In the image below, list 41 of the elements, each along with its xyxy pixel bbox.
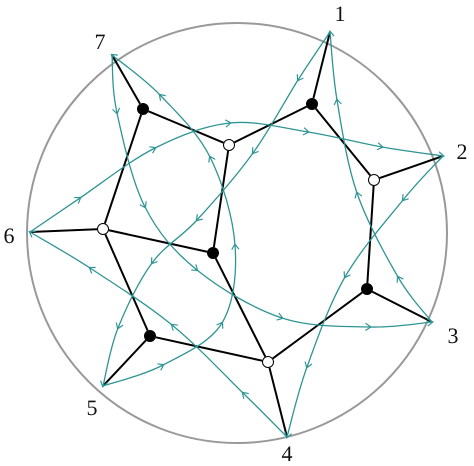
graph-edge [214, 258, 266, 358]
graph-edge [156, 336, 262, 362]
boundary-vertex-label: 1 [334, 3, 346, 25]
boundary-vertex-label: 3 [448, 325, 458, 347]
boundary-vertex-label: 4 [282, 443, 292, 465]
strand-arrow [284, 156, 444, 439]
graph-edge [312, 32, 331, 98]
graph-edge [148, 110, 224, 144]
strand-arrow [28, 230, 288, 438]
strand-arrow [326, 30, 432, 322]
graph-edge [108, 229, 208, 253]
graph-edge [234, 106, 308, 144]
hollow-vertex [368, 174, 380, 186]
hollow-vertex [262, 356, 274, 368]
graph-edge [30, 228, 98, 233]
boundary-vertex-label: 2 [456, 141, 468, 163]
boundary-vertex-label: 6 [4, 225, 14, 247]
strand-arrow [111, 54, 434, 331]
filled-vertex [144, 330, 156, 342]
hollow-vertex [223, 139, 235, 151]
filled-vertex [306, 98, 318, 110]
graph-edge [111, 54, 141, 104]
filled-vertex [137, 103, 149, 115]
graph-edge [104, 114, 142, 224]
graph-edge [315, 108, 371, 176]
hollow-vertex [97, 223, 109, 235]
filled-vertex [361, 283, 373, 295]
boundary-vertex-label: 7 [94, 31, 106, 53]
graph-edge [212, 150, 230, 248]
graph-edge [104, 234, 148, 331]
graph-edge [379, 155, 444, 179]
graph-edge [272, 292, 363, 360]
graph-edge [372, 290, 432, 323]
strand-arrow [29, 119, 445, 233]
boundary-vertex-label: 5 [86, 397, 98, 419]
strand-arrow [100, 32, 331, 388]
graph-edge [102, 340, 147, 387]
strand-arrow [102, 54, 240, 387]
filled-vertex [207, 247, 219, 259]
graph-edge [366, 186, 375, 284]
graph-edge [268, 368, 288, 438]
